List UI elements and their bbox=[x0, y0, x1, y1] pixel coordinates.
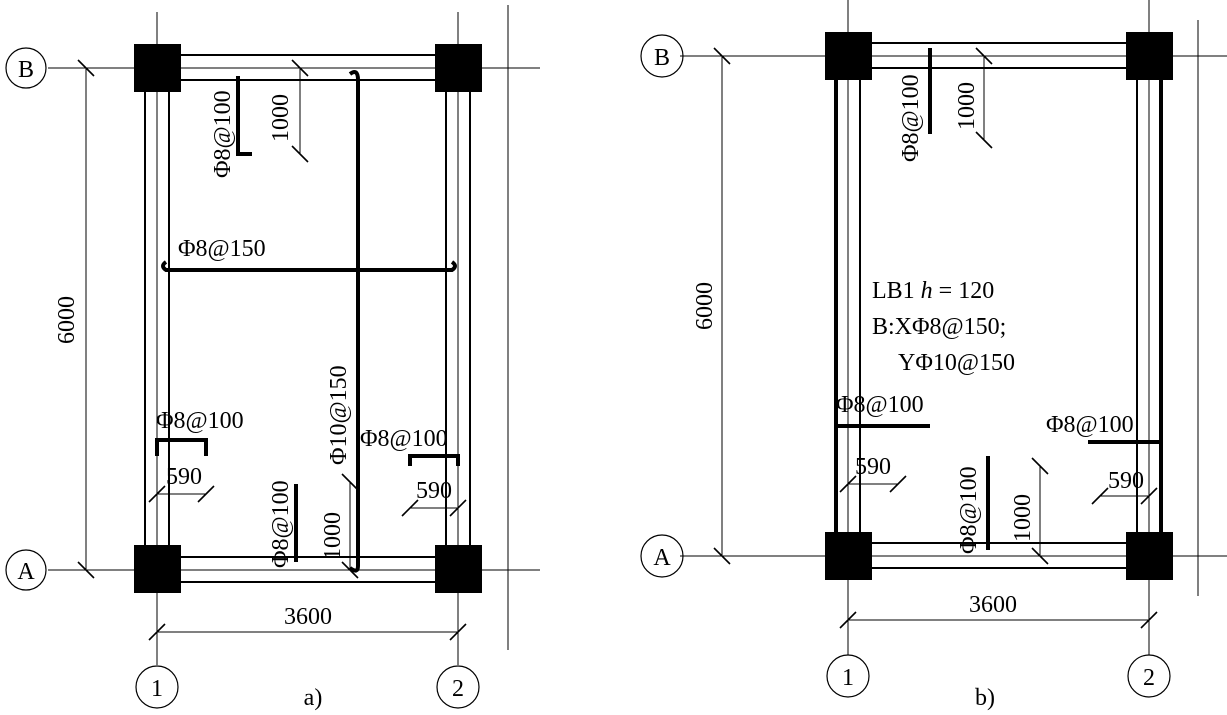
column-b2 bbox=[435, 44, 482, 92]
span-label-x: 3600 bbox=[284, 604, 332, 630]
caption-b: b) bbox=[975, 685, 995, 711]
bottom-negative-rebar-label: Φ8@100 bbox=[956, 466, 982, 554]
left-negative-length-dim: 590 bbox=[839, 454, 907, 493]
axis-bubble-b bbox=[640, 34, 684, 78]
column-a2 bbox=[1126, 532, 1173, 580]
beam-right bbox=[445, 68, 471, 570]
top-negative-length-label: 1000 bbox=[954, 82, 980, 130]
column-a1 bbox=[825, 532, 872, 580]
span-dimension-y: 6000 bbox=[692, 47, 731, 565]
axis-bubble-b bbox=[5, 47, 47, 89]
column-b1 bbox=[134, 44, 181, 92]
axis-label-b: B bbox=[18, 57, 34, 83]
left-negative-rebar-label: Φ8@100 bbox=[836, 392, 924, 418]
axis-label-a: A bbox=[653, 545, 671, 571]
span-label-y: 6000 bbox=[692, 282, 718, 330]
right-negative-length-label: 590 bbox=[1108, 468, 1144, 494]
column-a2 bbox=[435, 545, 482, 593]
y-bottom-rebar-label: Φ10@150 bbox=[326, 365, 352, 465]
axis-bubble-1 bbox=[826, 654, 870, 698]
axis-bubble-a bbox=[5, 549, 47, 591]
bottom-negative-rebar-label: Φ8@100 bbox=[268, 480, 294, 568]
slab-annotation: LB1 h = 120 B:XΦ8@150; YΦ10@150 bbox=[872, 278, 1015, 376]
right-negative-length-label: 590 bbox=[416, 478, 452, 504]
right-negative-rebar bbox=[408, 454, 460, 466]
axis-label-2: 2 bbox=[452, 676, 464, 702]
axis-bubble-2 bbox=[1127, 654, 1171, 698]
slab-line-1: LB1 h = 120 bbox=[872, 278, 994, 304]
top-negative-length-dim: 1000 bbox=[954, 47, 993, 149]
beam-bottom bbox=[157, 556, 458, 583]
right-negative-rebar-label: Φ8@100 bbox=[1046, 412, 1134, 438]
right-negative-length-dim: 590 bbox=[1091, 468, 1158, 505]
beam-left bbox=[834, 56, 861, 556]
bottom-negative-length-label: 1000 bbox=[1010, 494, 1036, 542]
slab-line-3: YΦ10@150 bbox=[898, 350, 1015, 376]
span-dimension-y: 6000 bbox=[54, 59, 95, 579]
top-negative-rebar bbox=[236, 76, 252, 156]
column-b2 bbox=[1126, 32, 1173, 80]
span-label-y: 6000 bbox=[54, 296, 80, 344]
beam-left bbox=[144, 68, 170, 570]
column-b1 bbox=[825, 32, 872, 80]
bottom-negative-length-dim: 1000 bbox=[1010, 457, 1049, 565]
slab-line-2: B:XΦ8@150; bbox=[872, 314, 1006, 340]
x-bottom-rebar bbox=[161, 260, 457, 272]
column-a1 bbox=[134, 545, 181, 593]
x-bottom-rebar-label: Φ8@150 bbox=[178, 236, 266, 262]
beam-top bbox=[848, 42, 1149, 69]
axis-label-1: 1 bbox=[842, 665, 854, 691]
span-label-x: 3600 bbox=[969, 592, 1017, 618]
span-dimension-x: 3600 bbox=[839, 592, 1158, 629]
top-negative-rebar-label: Φ8@100 bbox=[898, 74, 924, 162]
left-negative-rebar-label: Φ8@100 bbox=[156, 408, 244, 434]
beam-right bbox=[1136, 56, 1163, 556]
y-bottom-rebar bbox=[348, 70, 360, 573]
diagram-a: B A 1 2 6000 3600 bbox=[5, 5, 540, 711]
right-negative-rebar-label: Φ8@100 bbox=[360, 426, 448, 452]
axis-bubble-1 bbox=[135, 665, 179, 709]
beam-top bbox=[157, 54, 458, 81]
axis-label-a: A bbox=[17, 559, 35, 585]
axis-label-2: 2 bbox=[1143, 665, 1155, 691]
axis-label-1: 1 bbox=[151, 676, 163, 702]
left-negative-rebar bbox=[155, 438, 208, 456]
axis-bubble-2 bbox=[436, 665, 480, 709]
bottom-negative-length-dim: 1000 bbox=[320, 473, 359, 579]
span-dimension-x: 3600 bbox=[148, 604, 467, 641]
caption-a: a) bbox=[304, 685, 323, 711]
axis-label-b: B bbox=[654, 45, 670, 71]
left-negative-length-label: 590 bbox=[855, 454, 891, 480]
left-negative-length-dim: 590 bbox=[148, 464, 215, 503]
top-negative-length-label: 1000 bbox=[268, 94, 294, 142]
left-negative-length-label: 590 bbox=[166, 464, 202, 490]
top-negative-length-dim: 1000 bbox=[268, 59, 309, 163]
top-negative-rebar-label: Φ8@100 bbox=[210, 90, 236, 178]
diagram-b: B A 1 2 6000 3600 bbox=[640, 0, 1227, 711]
axis-bubble-a bbox=[640, 534, 684, 578]
right-negative-length-dim: 590 bbox=[401, 478, 467, 517]
beam-bottom bbox=[848, 542, 1149, 569]
bottom-negative-length-label: 1000 bbox=[320, 512, 346, 560]
